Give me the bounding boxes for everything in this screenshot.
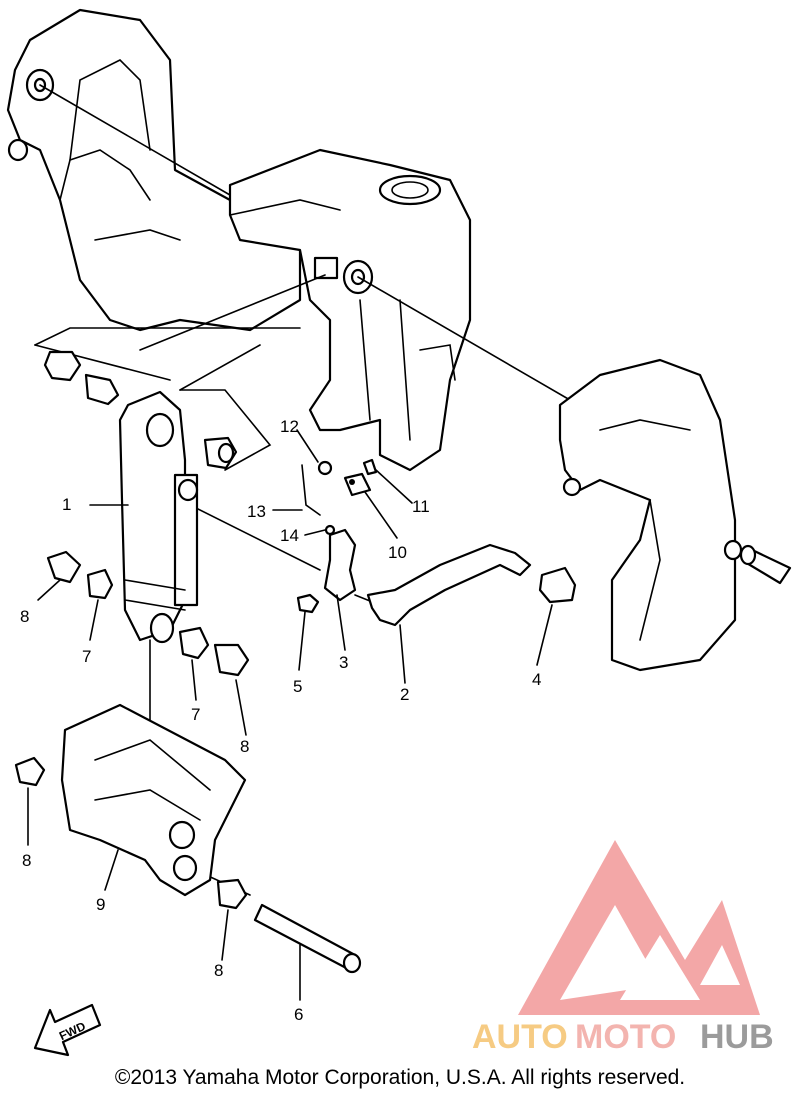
screw-part-5-icon [296, 593, 320, 614]
lever-part-3 [323, 528, 357, 602]
label-part-14: 14 [280, 526, 299, 545]
watermark-part-moto: MOTO [575, 1018, 676, 1056]
lever-part-2 [366, 543, 532, 627]
label-part-3: 3 [339, 653, 348, 672]
label-part-7-right: 7 [191, 705, 200, 724]
bushing-8-lower-left-icon [14, 756, 46, 787]
automotohub-watermark: AUTO MOTO HUB [472, 1018, 774, 1056]
assembly-box-outline [34, 327, 301, 471]
label-part-11: 11 [412, 497, 430, 516]
label-part-8-lower-right: 8 [214, 961, 223, 980]
label-part-8-lower-left: 8 [22, 851, 31, 870]
clamp-bracket [558, 358, 737, 672]
callout-lines [27, 429, 553, 1001]
label-part-12: 12 [280, 417, 299, 436]
label-part-6: 6 [294, 1005, 303, 1024]
label-part-9: 9 [96, 895, 105, 914]
label-part-8-upper-left: 8 [20, 607, 29, 626]
collar-part-10-icon [343, 472, 372, 497]
bushing-8-lower-right-icon [216, 878, 248, 910]
watermark-part-auto: AUTO [472, 1018, 568, 1056]
watermark-part-hub: HUB [700, 1018, 774, 1056]
label-part-10: 10 [388, 543, 407, 562]
clip-part-12-icon [317, 460, 333, 476]
tilt-cylinder-part-1 [118, 390, 199, 644]
bushing-7-right-icon [178, 626, 210, 660]
bushing-8-right-icon [213, 643, 250, 677]
spring-part-13-icon [301, 464, 321, 516]
label-part-7-left: 7 [82, 647, 91, 666]
swivel-bracket-left [6, 8, 302, 332]
grip-part-4-icon [538, 566, 577, 604]
bushing-top-icon [43, 350, 120, 406]
label-part-1: 1 [62, 495, 71, 514]
label-part-13: 13 [247, 502, 266, 521]
copyright-notice: ©2013 Yamaha Motor Corporation, U.S.A. A… [114, 1066, 686, 1089]
pin-part-11-icon [362, 458, 378, 476]
leader-lines [39, 84, 571, 896]
label-part-4: 4 [532, 670, 541, 689]
shaft-part-6 [253, 903, 362, 974]
bushing-7-left-icon [86, 568, 114, 600]
lower-bracket-part-9 [60, 703, 247, 897]
bushing-8-left-icon [46, 550, 82, 584]
fwd-arrow-icon: FWD [33, 1003, 102, 1057]
automotohub-logo-icon [518, 840, 760, 1015]
label-part-8-upper-right: 8 [240, 737, 249, 756]
label-part-5: 5 [293, 677, 302, 696]
washer-part-14-icon [324, 524, 336, 536]
bushing-mid-icon [203, 436, 238, 470]
label-part-2: 2 [400, 685, 409, 704]
swivel-bracket-right [228, 148, 472, 472]
bolt-right-icon [723, 539, 792, 585]
